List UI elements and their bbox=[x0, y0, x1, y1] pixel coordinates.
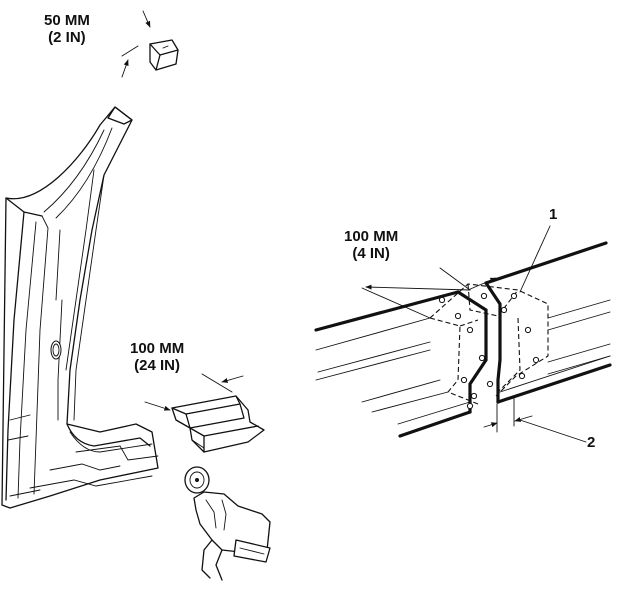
grinder-hand bbox=[184, 466, 271, 581]
callout-1: 1 bbox=[549, 206, 558, 223]
dim-100-left-arrows bbox=[144, 373, 244, 411]
callout-leaders bbox=[519, 225, 587, 443]
small-insert-piece bbox=[149, 39, 179, 71]
dim-label-50mm-line1: 50 MM bbox=[44, 12, 90, 29]
dim-label-50mm-line2: (2 IN) bbox=[48, 29, 86, 46]
dim-100-right-arrows bbox=[361, 267, 497, 319]
dim-label-100mm-right-line1: 100 MM bbox=[344, 228, 399, 245]
dim-50-arrows bbox=[121, 10, 151, 78]
channel-insert bbox=[171, 395, 265, 453]
gap-arrows bbox=[483, 397, 533, 433]
dim-label-100mm-left-line2: (24 IN) bbox=[134, 357, 181, 374]
dim-label-100mm-left: 100 MM (24 IN) bbox=[130, 340, 184, 374]
callout-2: 2 bbox=[587, 434, 596, 451]
sleeve-insert bbox=[429, 281, 549, 414]
dim-label-100mm-left-line1: 100 MM bbox=[130, 340, 185, 357]
rocker-rail bbox=[314, 241, 612, 438]
pillar-panel bbox=[1, 106, 159, 509]
dim-label-100mm-right: 100 MM (4 IN) bbox=[344, 228, 398, 262]
dim-label-50mm: 50 MM (2 IN) bbox=[44, 12, 90, 46]
dim-label-100mm-right-line2: (4 IN) bbox=[352, 245, 390, 262]
